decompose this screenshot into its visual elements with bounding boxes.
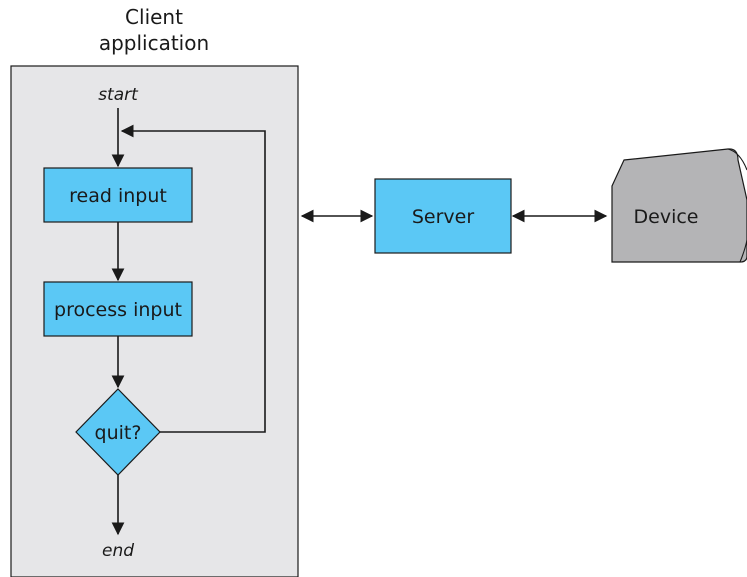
process-input-box: [43, 281, 193, 337]
loop-back-arrow: [120, 124, 266, 433]
decision-label: quit?: [95, 422, 142, 444]
start-label: start: [98, 85, 139, 105]
server-label: Server: [412, 206, 474, 228]
client-title-line1: Client: [125, 5, 183, 29]
device-edge-curve: [727, 148, 747, 171]
client-title-line2: application: [99, 31, 209, 55]
end-label: end: [102, 541, 134, 561]
read-input-label: read input: [69, 185, 167, 207]
process-input-label: process input: [54, 299, 182, 321]
device-label: Device: [634, 206, 699, 228]
server-box: [374, 178, 512, 254]
